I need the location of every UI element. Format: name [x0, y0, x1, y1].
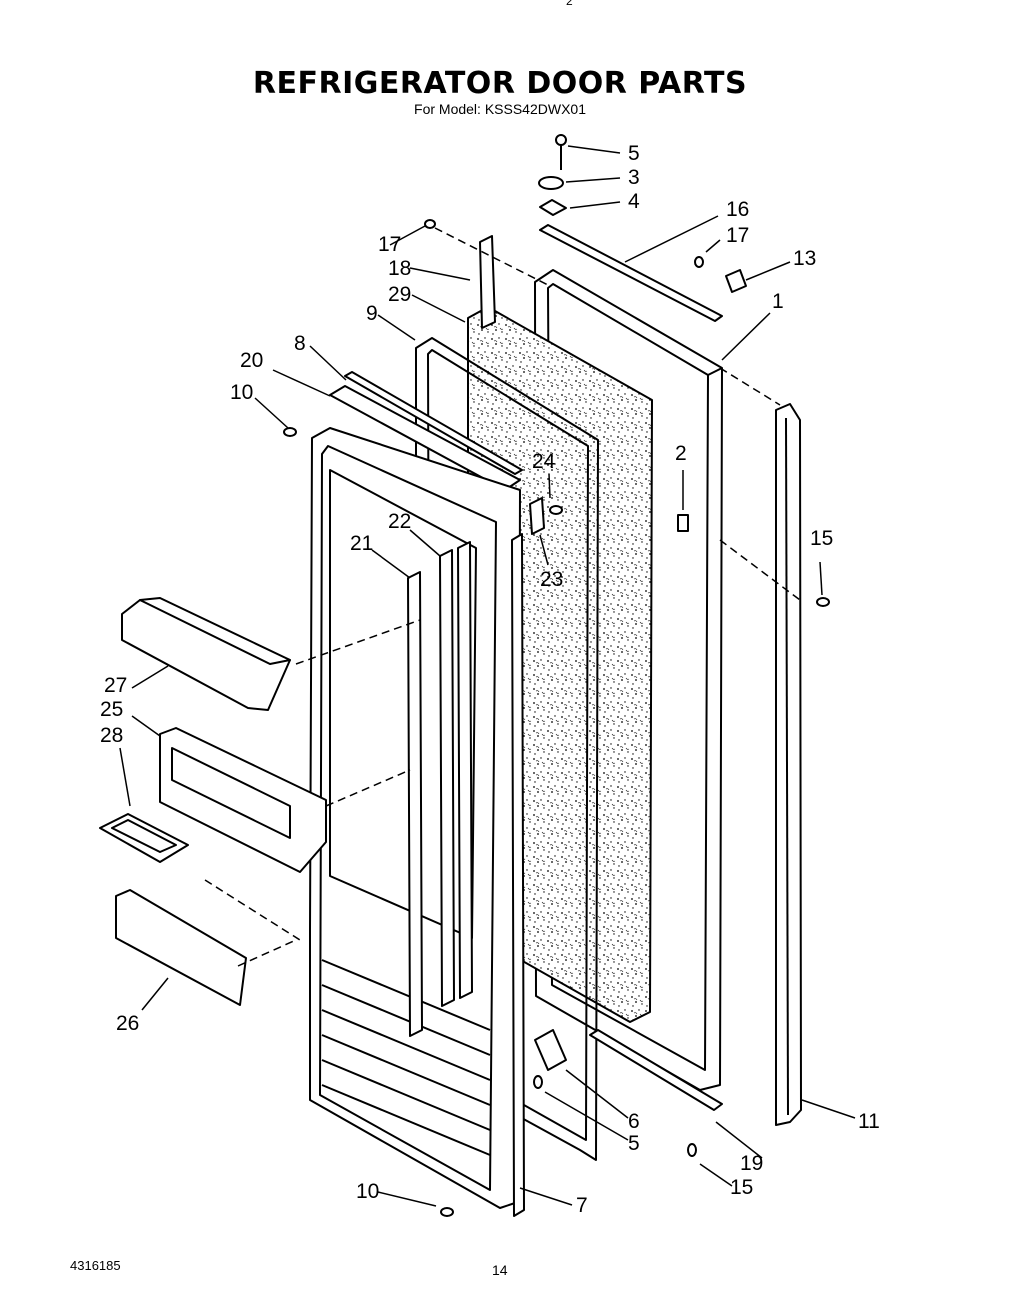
callout-leaders — [119, 145, 856, 1207]
dispenser-trim — [115, 889, 247, 1006]
liner-lower-shelves — [321, 959, 491, 1156]
callout-1: 1 — [772, 290, 784, 313]
page-number: 14 — [492, 1262, 508, 1278]
callout-23: 23 — [540, 568, 563, 591]
callout-20: 20 — [240, 349, 263, 372]
bottom-bracket — [589, 1029, 723, 1111]
callout-3: 3 — [628, 166, 640, 189]
callout-21: 21 — [350, 532, 373, 555]
callout-18: 18 — [388, 257, 411, 280]
page-top-mark: 2 — [566, 0, 573, 8]
callout-7: 7 — [576, 1194, 588, 1217]
drip-tray — [99, 813, 189, 863]
callout-10-bottom: 10 — [356, 1180, 379, 1203]
callout-11: 11 — [858, 1110, 880, 1133]
callout-4: 4 — [628, 190, 640, 213]
callout-22: 22 — [388, 510, 411, 533]
callout-10-top: 10 — [230, 381, 253, 404]
callout-5-top: 5 — [628, 142, 640, 165]
callout-5-bottom: 5 — [628, 1132, 640, 1155]
hinge-strip — [479, 235, 525, 1217]
callout-6: 6 — [628, 1110, 640, 1133]
callout-8: 8 — [294, 332, 306, 355]
callout-28: 28 — [100, 724, 123, 747]
callout-26: 26 — [116, 1012, 139, 1035]
callout-19: 19 — [740, 1152, 763, 1175]
door-bin — [121, 597, 291, 711]
callout-17-left: 17 — [378, 233, 401, 256]
page-title: REFRIGERATOR DOOR PARTS — [252, 66, 748, 101]
side-trim-strip — [775, 403, 802, 1126]
vertical-rail — [407, 541, 473, 1037]
callout-9: 9 — [366, 302, 378, 325]
callout-24: 24 — [532, 450, 556, 473]
callout-15-right: 15 — [810, 527, 833, 550]
model-subtitle: For Model: KSSS42DWX01 — [414, 101, 586, 117]
callout-13: 13 — [793, 247, 816, 270]
callout-labels: 5 3 4 16 17 13 1 2 15 17 18 29 9 8 20 10… — [100, 142, 880, 1217]
callout-2: 2 — [675, 442, 687, 465]
assembly-dashed-lines — [204, 227, 801, 967]
callout-25: 25 — [100, 698, 123, 721]
callout-17-right: 17 — [726, 224, 749, 247]
callout-15-bottom: 15 — [730, 1176, 753, 1199]
top-hinge-bracket — [539, 224, 723, 322]
hardware-parts — [283, 134, 830, 1217]
document-number: 4316185 — [70, 1258, 121, 1273]
callout-16: 16 — [726, 198, 749, 221]
callout-29: 29 — [388, 283, 411, 306]
callout-27: 27 — [104, 674, 127, 697]
dispenser-housing — [159, 727, 327, 873]
top-cap-strip — [329, 371, 523, 491]
